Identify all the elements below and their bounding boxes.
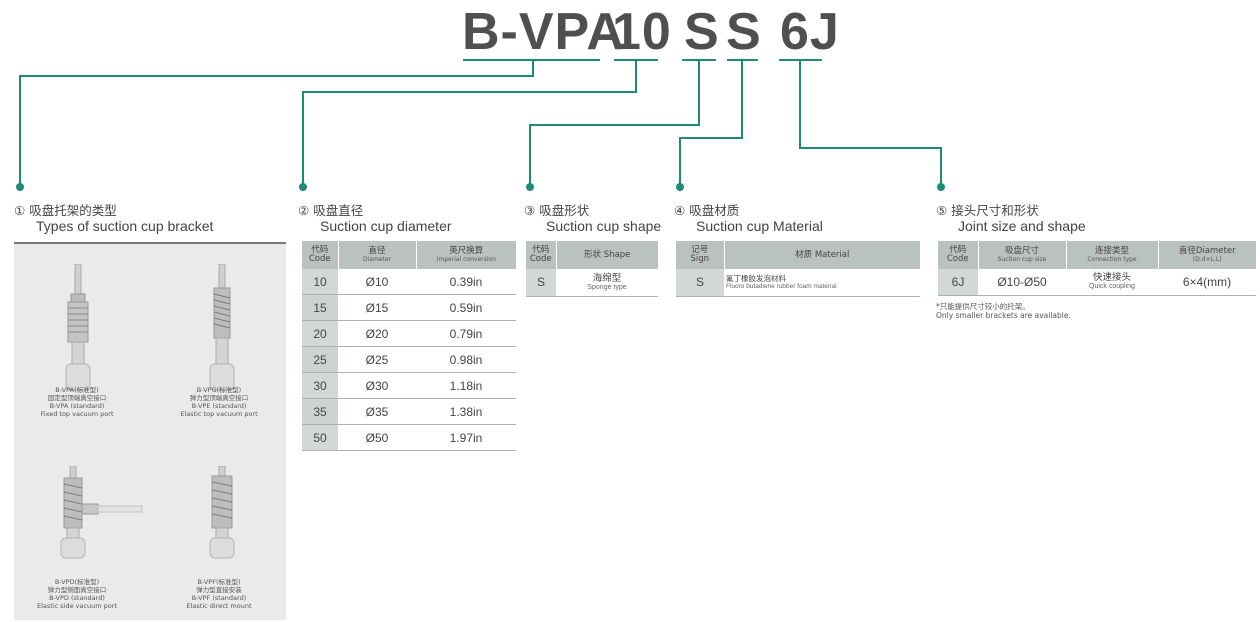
fixed-top-bracket-icon xyxy=(65,264,91,391)
model-code-bracket: B-VPA xyxy=(462,3,625,61)
model-code-diameter: 10 xyxy=(612,3,672,61)
bracket-caption-1: B-VPA(标准型) 固定型顶端真空接口 B-VPA (standard) Fi… xyxy=(40,386,114,418)
material-header-material: 材质 Material xyxy=(724,241,920,269)
connector-dot-2 xyxy=(299,183,307,191)
section-joint-title-en: Joint size and shape xyxy=(958,218,1086,234)
connector-dot-3 xyxy=(526,183,534,191)
bracket-types-panel: B-VPA(标准型) 固定型顶端真空接口 B-VPA (standard) Fi… xyxy=(14,242,286,620)
model-code-material: S xyxy=(726,3,762,61)
section-material-title-en: Suction cup Material xyxy=(696,218,823,234)
model-code-joint: 6J xyxy=(780,3,840,61)
section-material-title-zh: ④ 吸盘材质 xyxy=(674,203,740,218)
bracket-caption-3: B-VPD(标准型) 弹力型侧面真空接口 B-VPD (standard) El… xyxy=(36,578,118,610)
joint-footnote: *只能提供尺寸较小的托架。 Only smaller brackets are … xyxy=(936,302,1071,320)
section-shape-title-zh: ③ 吸盘形状 xyxy=(524,203,590,218)
section-bracket-title-en: Types of suction cup bracket xyxy=(36,218,214,234)
model-code-shape: S xyxy=(684,3,720,61)
section-material-heading: ④ 吸盘材质 Suction cup Material xyxy=(674,203,823,234)
connector-dot-5 xyxy=(937,183,945,191)
section-diameter-heading: ② 吸盘直径 Suction cup diameter xyxy=(298,203,452,234)
section-bracket-heading: ① 吸盘托架的类型 Types of suction cup bracket xyxy=(14,203,213,234)
shape-header-shape: 形状 Shape xyxy=(556,241,658,269)
section-diameter-title-en: Suction cup diameter xyxy=(320,218,452,234)
bracket-caption-2: B-VPG(标准型) 弹力型顶端真空接口 B-VPE (standard) El… xyxy=(180,386,258,418)
section-shape-title-en: Suction cup shape xyxy=(546,218,662,234)
bracket-caption-4: B-VPF(标准型) 弹力型直接安装 B-VPF (standard) Elas… xyxy=(186,578,252,610)
elastic-side-bracket-icon xyxy=(60,466,143,559)
section-joint-title-zh: ⑤ 接头尺寸和形状 xyxy=(936,203,1039,218)
section-bracket-title-zh: ① 吸盘托架的类型 xyxy=(14,203,117,218)
elastic-direct-bracket-icon xyxy=(209,466,235,559)
section-joint-heading: ⑤ 接头尺寸和形状 Joint size and shape xyxy=(936,203,1086,234)
connector-dot-1 xyxy=(16,183,24,191)
joint-header-diameter: 直径Diameter(D.d×L.L) xyxy=(1158,241,1256,269)
section-diameter-title-zh: ② 吸盘直径 xyxy=(298,203,364,218)
section-shape-heading: ③ 吸盘形状 Suction cup shape xyxy=(524,203,661,234)
connector-dot-4 xyxy=(676,183,684,191)
connector-lines xyxy=(16,59,945,191)
elastic-top-bracket-icon xyxy=(209,264,235,391)
